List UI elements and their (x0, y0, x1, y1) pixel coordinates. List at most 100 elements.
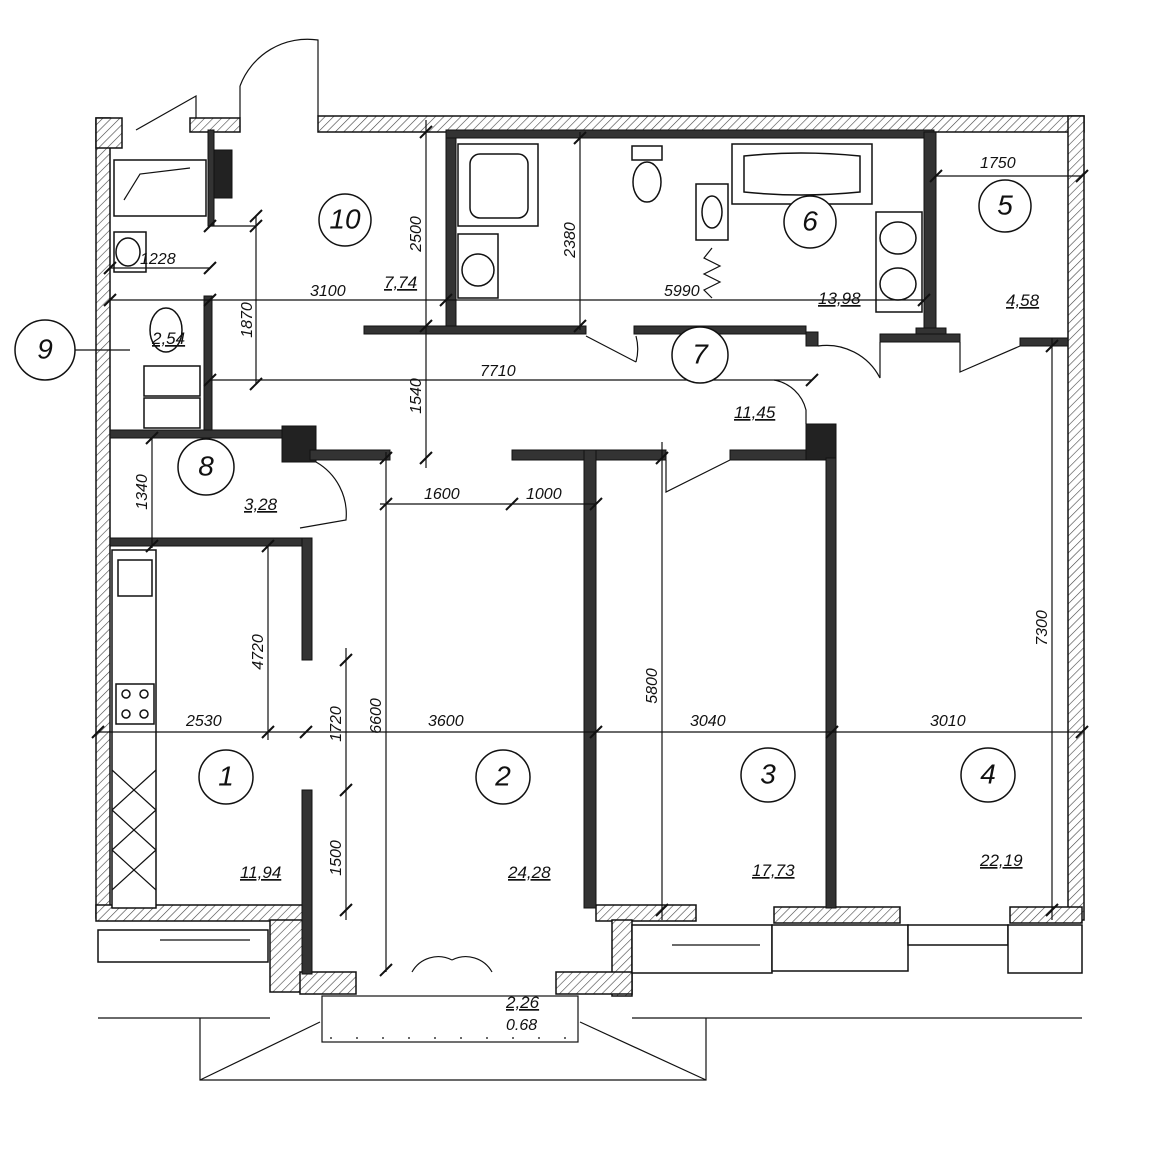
dimension-tick (249, 377, 263, 391)
room-area-3: 17,73 (752, 861, 795, 880)
dimension-tick (505, 497, 519, 511)
wc-toilet (143, 307, 201, 429)
room-number-7: 7 (692, 338, 709, 369)
dimension-tick (339, 783, 353, 797)
shower-tray (457, 143, 539, 227)
dimension-tick (379, 497, 393, 511)
room-number-8: 8 (198, 450, 214, 481)
dimension-tick (655, 451, 669, 465)
dimension-tick (589, 497, 603, 511)
dimension-tick (1045, 339, 1059, 353)
bidet (695, 183, 729, 241)
dim-4720: 4720 (250, 634, 267, 670)
room-area-4: 22,19 (979, 851, 1023, 870)
dim-3040: 3040 (690, 713, 726, 730)
room-area-6: 13,98 (818, 289, 861, 308)
room-number-5: 5 (997, 189, 1013, 220)
wc-sink (113, 231, 147, 273)
dim-7300: 7300 (1034, 610, 1051, 646)
room-number-9: 9 (37, 333, 53, 364)
kitchen-counter (111, 549, 157, 909)
dimension-tick (917, 293, 931, 307)
dimension-tick (655, 903, 669, 917)
room-number-4: 4 (980, 758, 996, 789)
dim-2530: 2530 (185, 713, 222, 730)
dimension-tick (379, 963, 393, 977)
dim-1750: 1750 (980, 155, 1016, 172)
dimension-tick (589, 725, 603, 739)
room-number-3: 3 (760, 758, 776, 789)
dimension-tick (103, 293, 117, 307)
window-ledges (97, 924, 1083, 1019)
dimension-tick (1075, 725, 1089, 739)
dimension-tick (103, 261, 117, 275)
dimension-tick (1045, 903, 1059, 917)
dimension-tick (929, 169, 943, 183)
dimension-tick (419, 319, 433, 333)
dim-7710: 7710 (480, 363, 516, 380)
room-markers (14, 179, 1032, 805)
balcony-area: 2,26 (505, 993, 540, 1012)
room-area-2: 24,28 (507, 863, 551, 882)
dim-1720: 1720 (328, 706, 345, 742)
dimension-lines (98, 120, 1082, 972)
balcony-area-secondary: 0.68 (506, 1017, 537, 1034)
dim-1000: 1000 (526, 486, 562, 503)
dim-1228: 1228 (140, 251, 176, 268)
room-area-1: 11,94 (240, 863, 281, 882)
dim-1600: 1600 (424, 486, 460, 503)
dim-2500: 2500 (408, 216, 425, 253)
dim-3010: 3010 (930, 713, 966, 730)
dim-3100: 3100 (310, 283, 346, 300)
dimension-tick (145, 539, 159, 553)
dimension-tick (339, 653, 353, 667)
dim-1540: 1540 (408, 378, 425, 414)
room-number-1: 1 (218, 760, 234, 791)
dimension-tick (339, 903, 353, 917)
interior-walls (109, 129, 1069, 975)
bathtub (731, 143, 873, 205)
doors (135, 38, 1021, 973)
double-sink (875, 211, 923, 313)
room-number-10: 10 (329, 203, 361, 234)
dimension-tick (1075, 169, 1089, 183)
room-area-5: 4,58 (1006, 291, 1040, 310)
dim-1500: 1500 (328, 840, 345, 876)
room-area-9: 2,54 (151, 329, 185, 348)
dimension-tick (573, 319, 587, 333)
dim-2380: 2380 (562, 222, 579, 259)
dimension-tick (91, 725, 105, 739)
dimension-tick (249, 209, 263, 223)
dimension-tick (573, 131, 587, 145)
dim-6600: 6600 (368, 698, 385, 734)
balcony (199, 995, 707, 1081)
dim-5800: 5800 (644, 668, 661, 704)
dimension-tick (203, 373, 217, 387)
sink (457, 233, 499, 299)
dimension-tick (299, 725, 313, 739)
dimension-tick (825, 725, 839, 739)
dimension-tick (203, 293, 217, 307)
dimension-tick (261, 725, 275, 739)
dimension-tick (805, 373, 819, 387)
room-number-2: 2 (494, 760, 511, 791)
laundry (113, 149, 233, 217)
room-area-7: 11,45 (734, 403, 776, 422)
dimension-tick (419, 451, 433, 465)
room-area-8: 3,28 (244, 495, 278, 514)
dimension-tick (379, 451, 393, 465)
dimension-tick (261, 539, 275, 553)
dim-1340: 1340 (134, 474, 151, 510)
room-number-6: 6 (802, 205, 818, 236)
dimension-tick (203, 219, 217, 233)
dimension-tick (439, 293, 453, 307)
exterior-walls (95, 115, 1085, 997)
fixtures (111, 143, 923, 909)
toilet (631, 145, 663, 203)
dim-3600: 3600 (428, 713, 464, 730)
room-area-10: 7,74 (384, 273, 417, 292)
dim-5990: 5990 (664, 283, 700, 300)
dimension-tick (249, 219, 263, 233)
dimension-tick (419, 125, 433, 139)
